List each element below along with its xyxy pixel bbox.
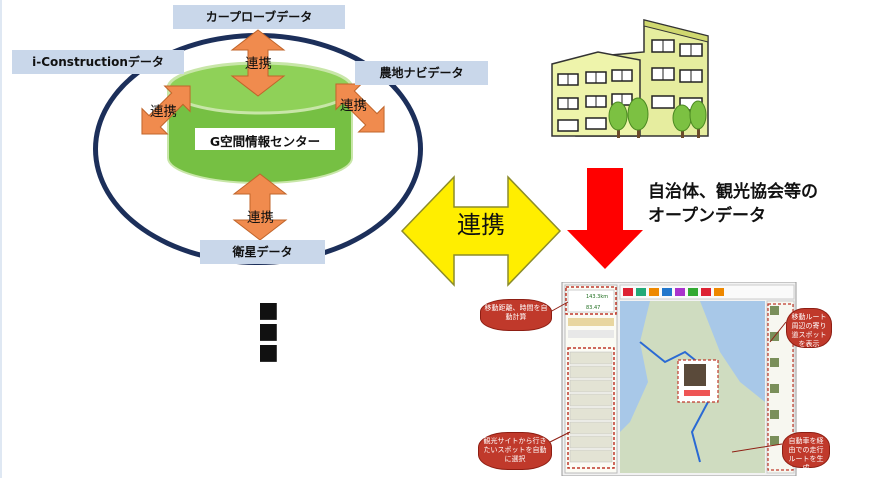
open-data-line-2: オープンデータ xyxy=(648,206,766,226)
center-label-bg xyxy=(195,128,335,150)
link-label-left: 連携 xyxy=(150,104,177,120)
callout-route-generation: 自動車を経由での走行ルートを生成 xyxy=(782,432,830,472)
label-satellite: 衛星データ xyxy=(200,240,325,264)
link-label-bottom: 連携 xyxy=(247,210,274,226)
callout-tourism-spots: 観光サイトから行きたいスポットを自動に選択 xyxy=(478,432,552,470)
distance-value-2: 83.47 xyxy=(586,305,600,311)
distance-value-1: 143.3km xyxy=(586,294,608,300)
big-link-arrow xyxy=(400,175,562,287)
map-app-graphic: 143.3km 83.47 xyxy=(549,281,797,477)
center-label: G空間情報センター xyxy=(209,134,321,149)
open-data-down-arrow xyxy=(567,168,643,269)
link-arrow-right xyxy=(335,83,385,133)
link-arrow-top xyxy=(230,29,286,97)
map-app-screenshot: 143.3km 83.47 xyxy=(470,281,832,477)
callout-auto-calc: 移動距離、時間を自動計算 xyxy=(480,299,552,331)
label-car-probe: カープローブデータ xyxy=(173,5,345,29)
continuation-dots: ■■■ xyxy=(258,298,279,365)
link-label-top: 連携 xyxy=(245,56,272,72)
link-arrow-left xyxy=(141,85,191,135)
open-data-label: 自治体、観光協会等の オープンデータ xyxy=(648,180,818,228)
link-label-right: 連携 xyxy=(340,98,367,114)
big-link-label: 連携 xyxy=(457,211,505,239)
callout-detour-spots: 移動ルート周辺の寄り道スポットを表示 xyxy=(786,308,832,348)
municipal-building-icon xyxy=(551,19,709,138)
open-data-line-1: 自治体、観光協会等の xyxy=(648,182,818,202)
label-farmland-navi: 農地ナビデータ xyxy=(355,61,488,85)
label-i-construction: i-Constructionデータ xyxy=(12,50,184,74)
